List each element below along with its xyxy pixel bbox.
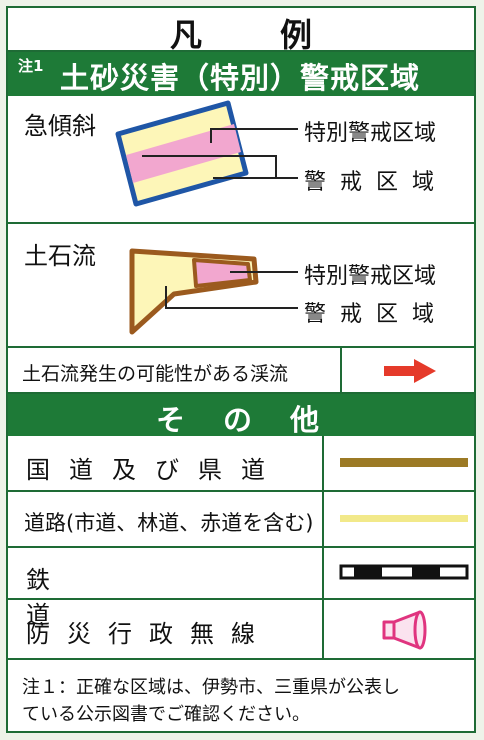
cell-divider bbox=[322, 436, 324, 490]
legend-title-left: 凡 bbox=[170, 16, 203, 54]
debris-stream-row: 土石流発生の可能性がある渓流 bbox=[8, 348, 474, 394]
road-line bbox=[340, 515, 468, 522]
footnote-block: 注１：正確な区域は、伊勢市、三重県が公表し ている公示図書でご確認ください。 bbox=[8, 660, 474, 731]
footnote-line-2: ている公示図書でご確認ください。 bbox=[22, 704, 310, 725]
note-marker: 注1 bbox=[18, 57, 44, 75]
steep-slope-label: 急傾斜 bbox=[24, 112, 96, 140]
red-arrow-icon bbox=[384, 359, 436, 383]
railway-row: 鉄道 bbox=[8, 548, 474, 629]
disaster-radio-row: 防災行政無線 bbox=[8, 600, 474, 660]
loudspeaker-icon bbox=[382, 610, 427, 650]
steep-slope-warning-zone-label: 警戒区域 bbox=[304, 170, 449, 195]
national-prefectural-road-line bbox=[340, 458, 468, 467]
steep-slope-symbol bbox=[115, 100, 298, 207]
road-label: 道路(市道、林道、赤道を含む) bbox=[24, 511, 314, 535]
other-section-header: その他 bbox=[8, 394, 474, 437]
cell-divider bbox=[340, 348, 342, 392]
disaster-radio-label: 防災行政無線 bbox=[26, 620, 272, 648]
debris-flow-special-zone-label: 特別警戒区域 bbox=[304, 264, 437, 289]
other-section-label: その他 bbox=[156, 403, 358, 437]
debris-flow-block: 土石流 特別警戒区域 警戒区域 bbox=[8, 224, 474, 348]
sediment-disaster-section-header: 注1 土砂災害（特別）警戒区域 bbox=[8, 52, 474, 96]
sediment-disaster-section-label: 土砂災害（特別）警戒区域 bbox=[60, 61, 421, 95]
cell-divider bbox=[322, 548, 324, 598]
road-row: 道路(市道、林道、赤道を含む) bbox=[8, 492, 474, 548]
steep-slope-block: 急傾斜 特別警戒区域 警戒区域 bbox=[8, 96, 474, 224]
map-legend: 凡 例 注1 土砂災害（特別）警戒区域 急傾斜 特別警戒区域 警戒区域 土石流 … bbox=[6, 6, 476, 733]
debris-stream-label: 土石流発生の可能性がある渓流 bbox=[22, 363, 289, 385]
legend-title-right: 例 bbox=[280, 16, 313, 54]
debris-flow-warning-zone-label: 警戒区域 bbox=[304, 302, 449, 327]
debris-flow-symbol bbox=[129, 248, 298, 335]
cell-divider bbox=[322, 600, 324, 658]
national-prefectural-road-row: 国道及び県道 bbox=[8, 436, 474, 492]
national-prefectural-road-label: 国道及び県道 bbox=[26, 456, 284, 484]
cell-divider bbox=[322, 492, 324, 546]
railway-label: 鉄道 bbox=[26, 566, 280, 629]
steep-slope-special-zone-label: 特別警戒区域 bbox=[304, 121, 437, 146]
legend-title: 凡 例 bbox=[8, 8, 474, 54]
footnote-line-1: 注１：正確な区域は、伊勢市、三重県が公表し bbox=[22, 677, 400, 698]
debris-flow-label: 土石流 bbox=[24, 242, 96, 270]
railway-line bbox=[339, 564, 469, 580]
